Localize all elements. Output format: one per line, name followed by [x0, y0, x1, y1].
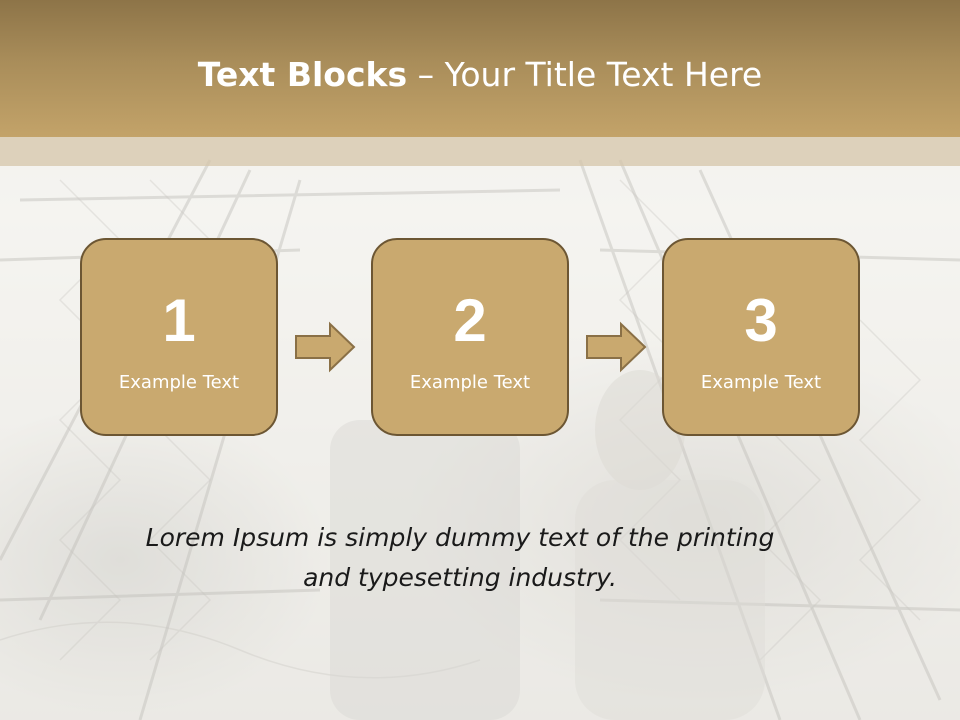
slide-title: Text Blocks – Your Title Text Here — [0, 52, 960, 98]
body-text-line-2: and typesetting industry. — [303, 563, 617, 592]
body-text: Lorem Ipsum is simply dummy text of the … — [100, 518, 820, 598]
step-number: 3 — [744, 287, 778, 354]
title-bar — [0, 0, 960, 137]
right-arrow-icon — [295, 321, 356, 373]
step-number: 2 — [453, 287, 487, 354]
step-label: Example Text — [700, 372, 822, 393]
step-block-2: 2 Example Text — [371, 238, 569, 436]
body-text-line-1: Lorem Ipsum is simply dummy text of the … — [145, 523, 775, 552]
slide-title-rest: – Your Title Text Here — [407, 55, 763, 94]
title-bar-strip — [0, 137, 960, 166]
step-block-3: 3 Example Text — [662, 238, 860, 436]
step-label: Example Text — [118, 372, 240, 393]
step-block-1: 1 Example Text — [80, 238, 278, 436]
step-number: 1 — [162, 287, 196, 354]
slide-title-bold: Text Blocks — [197, 55, 408, 94]
right-arrow-icon — [586, 321, 647, 373]
step-label: Example Text — [409, 372, 531, 393]
